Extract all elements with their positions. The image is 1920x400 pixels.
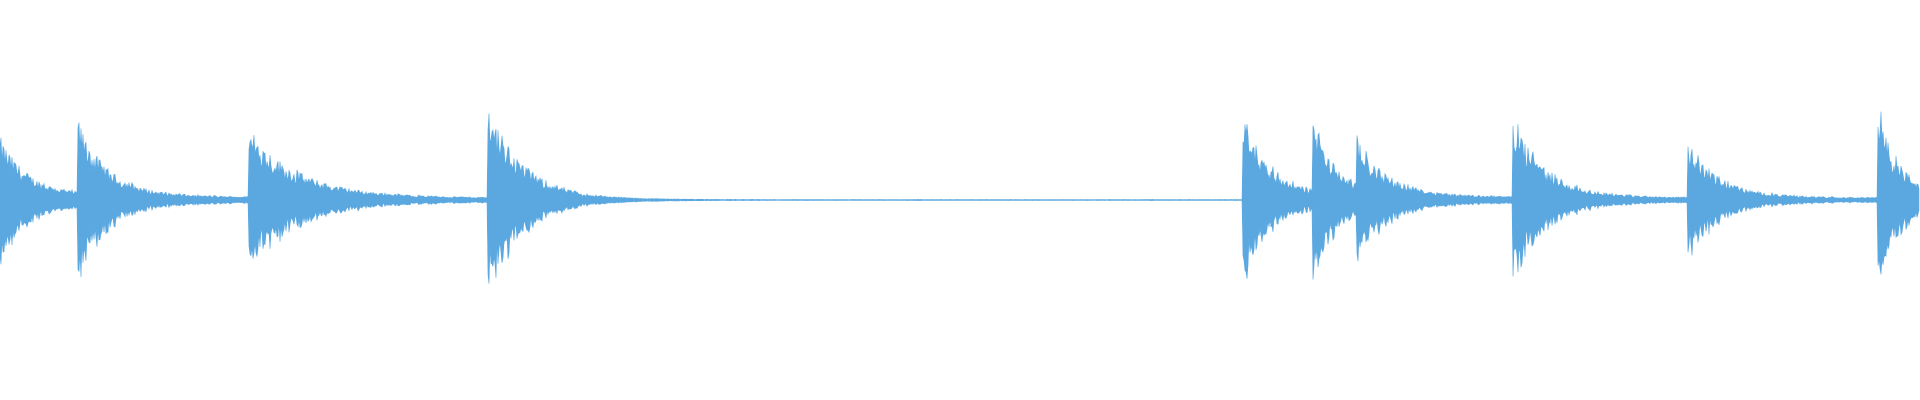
waveform-envelope (0, 111, 1920, 284)
